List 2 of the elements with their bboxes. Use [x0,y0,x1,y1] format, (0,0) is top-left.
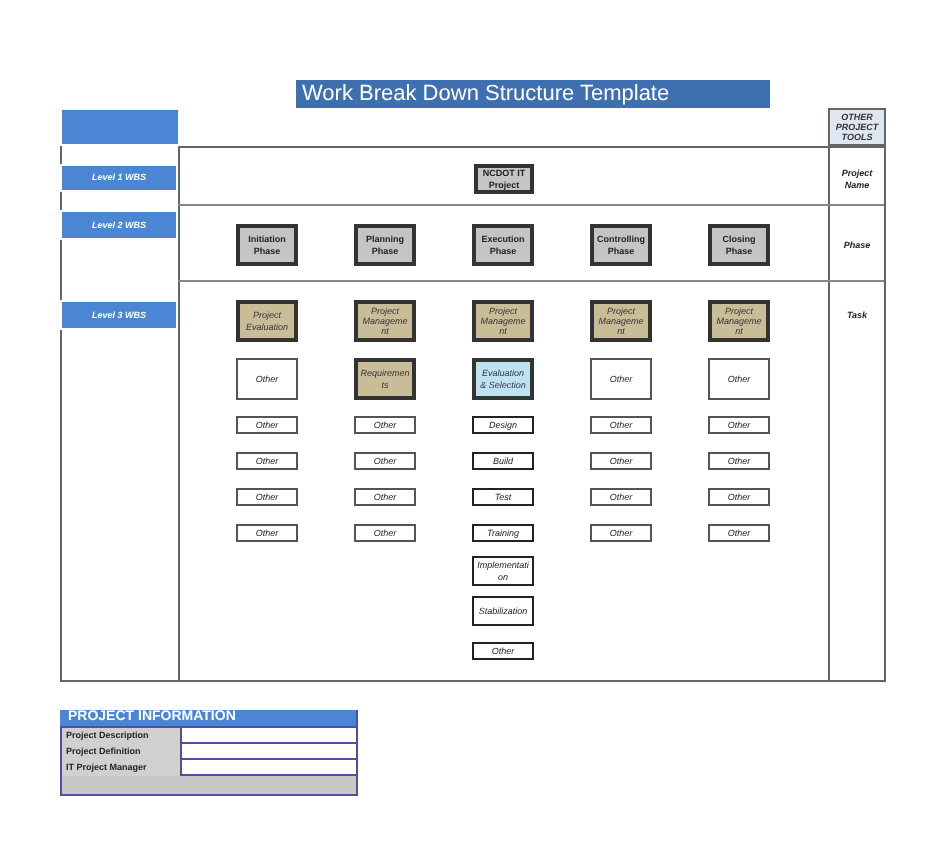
header-cell [60,108,180,146]
title: Work Break Down Structure Template [296,80,770,108]
